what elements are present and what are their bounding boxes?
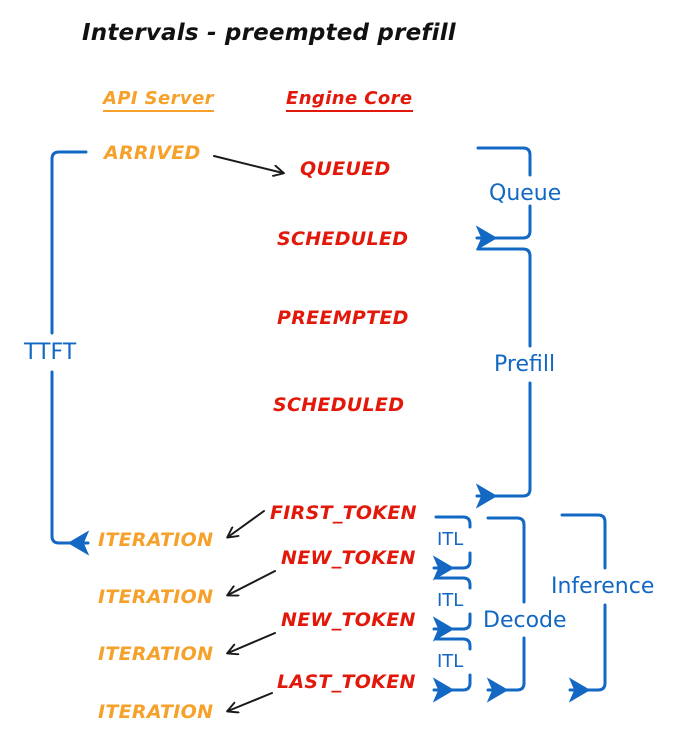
arrow-arrived-to-queued [213,155,283,173]
column-header-engine-core: Engine Core [286,90,413,112]
bracket-inference [560,513,607,703]
api-event-iteration-4: ITERATION [98,701,214,723]
engine-event-scheduled-2: SCHEDULED [273,394,405,416]
engine-event-first-token: FIRST_TOKEN [270,502,417,524]
interval-label-decode: Decode [483,608,567,633]
engine-event-preempted: PREEMPTED [277,307,409,329]
diagram-title: Intervals - preempted prefill [82,20,456,46]
engine-event-scheduled-1: SCHEDULED [277,228,409,250]
bracket-decode [486,516,526,703]
interval-label-ttft: TTFT [24,340,77,365]
interval-label-itl-2: ITL [437,590,464,611]
interval-label-itl-3: ITL [437,651,464,672]
engine-event-new-token-2: NEW_TOKEN [281,609,416,631]
interval-label-queue: Queue [489,181,562,206]
column-header-api-server: API Server [103,90,214,112]
interval-label-prefill: Prefill [494,352,556,377]
interval-label-inference: Inference [551,574,655,599]
api-event-arrived: ARRIVED [104,142,201,164]
engine-event-last-token: LAST_TOKEN [277,671,416,693]
arrow-new-token-2-to-iteration [228,632,276,653]
api-event-iteration-2: ITERATION [98,586,214,608]
interval-label-itl-1: ITL [437,529,464,550]
engine-event-queued: QUEUED [300,158,391,180]
arrow-first-token-to-iteration [228,510,265,537]
engine-event-new-token-1: NEW_TOKEN [281,547,416,569]
api-event-iteration-1: ITERATION [98,529,214,551]
arrow-new-token-1-to-iteration [228,570,276,595]
arrow-last-token-to-iteration [228,692,273,711]
api-event-iteration-3: ITERATION [98,643,214,665]
